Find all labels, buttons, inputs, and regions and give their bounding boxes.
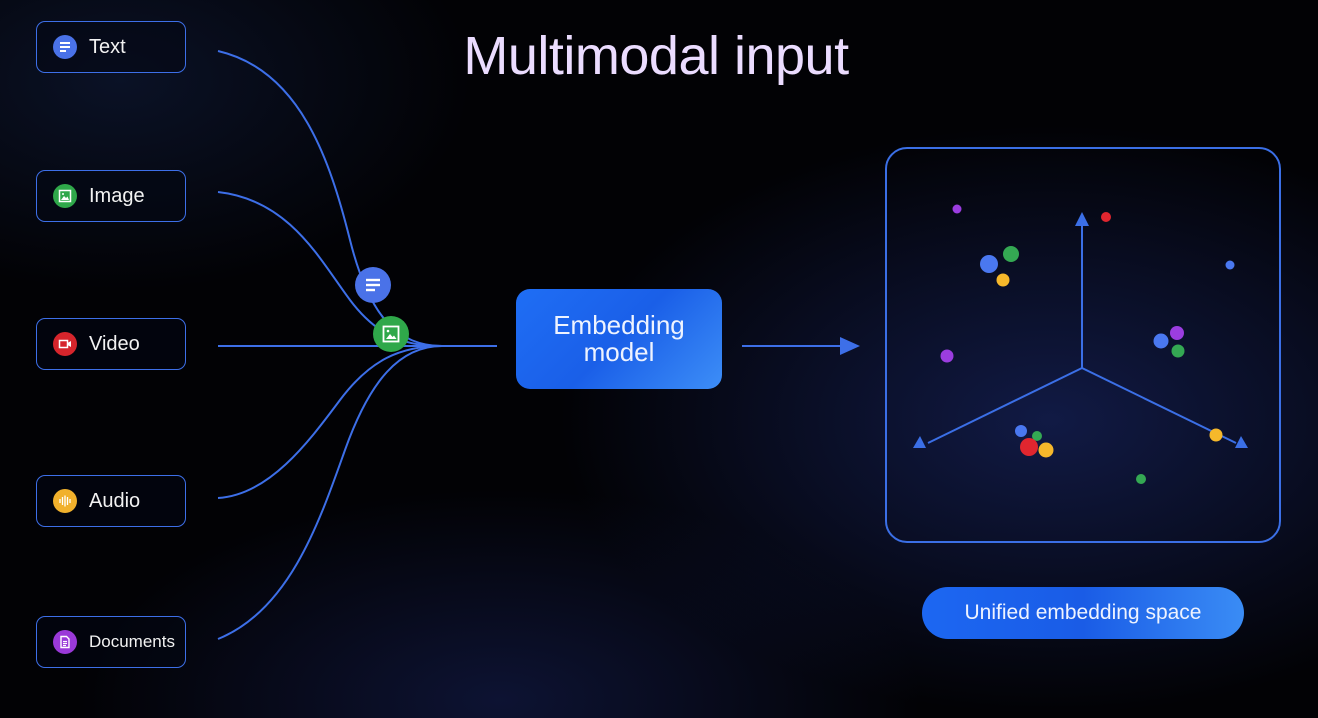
input-chip-label: Video — [89, 332, 140, 355]
input-chip-label: Documents — [89, 632, 175, 651]
embedding-point-bottom-yellow — [1038, 442, 1054, 458]
input-chip-video: Video — [36, 318, 186, 370]
page-title: Multimodal input — [463, 26, 849, 86]
embedding-point-top-left-yellow — [996, 273, 1010, 287]
flow-line-audio — [217, 345, 443, 499]
text-lines-icon — [355, 267, 391, 303]
embedding-space-frame — [885, 147, 1281, 543]
input-chip-documents: Documents — [36, 616, 186, 668]
embedding-point-bottom-red — [1020, 438, 1038, 456]
model-label-line1: Embedding — [553, 310, 685, 340]
input-chip-label: Text — [89, 35, 126, 58]
embedding-point-right-green — [1171, 344, 1185, 358]
axis-right — [1081, 367, 1237, 444]
embedding-point-right-blue — [1153, 333, 1169, 349]
text-lines-icon — [53, 35, 77, 59]
embedding-point-outlier-purple — [952, 204, 962, 214]
embedding-model-box: Embedding model — [516, 289, 722, 389]
image-icon — [53, 184, 77, 208]
input-chip-label: Audio — [89, 489, 141, 512]
image-icon — [373, 316, 409, 352]
flow-line-image — [217, 191, 443, 347]
axis-vertical-arrowhead — [1075, 212, 1089, 226]
embedding-point-outlier-purple — [940, 349, 954, 363]
input-chip-label: Image — [89, 184, 145, 207]
video-camera-icon — [53, 332, 77, 356]
input-chip-image: Image — [36, 170, 186, 222]
axis-left — [927, 367, 1083, 444]
embedding-point-top-left-green — [1003, 246, 1019, 262]
axis-left-arrowhead — [913, 436, 926, 448]
embedding-space-label: Unified embedding space — [922, 587, 1244, 639]
flow-line-text — [217, 50, 443, 347]
model-label-line2: model — [583, 337, 655, 367]
embedding-point-outlier-red — [1101, 212, 1111, 222]
input-chip-text: Text — [36, 21, 186, 73]
flow-line-documents — [217, 345, 443, 640]
axis-right-arrowhead — [1235, 436, 1248, 448]
audio-waveform-icon — [53, 489, 77, 513]
embedding-point-outlier-blue — [1225, 260, 1235, 270]
input-chip-audio: Audio — [36, 475, 186, 527]
embedding-point-top-left-blue — [980, 255, 998, 273]
document-icon — [53, 630, 77, 654]
model-output-arrowhead — [840, 337, 860, 355]
embedding-point-right-purple — [1170, 326, 1184, 340]
embedding-point-outlier-yellow — [1209, 428, 1223, 442]
embedding-point-bottom-blue — [1015, 425, 1027, 437]
embedding-point-outlier-green — [1136, 474, 1146, 484]
embedding-point-bottom-green — [1032, 431, 1042, 441]
